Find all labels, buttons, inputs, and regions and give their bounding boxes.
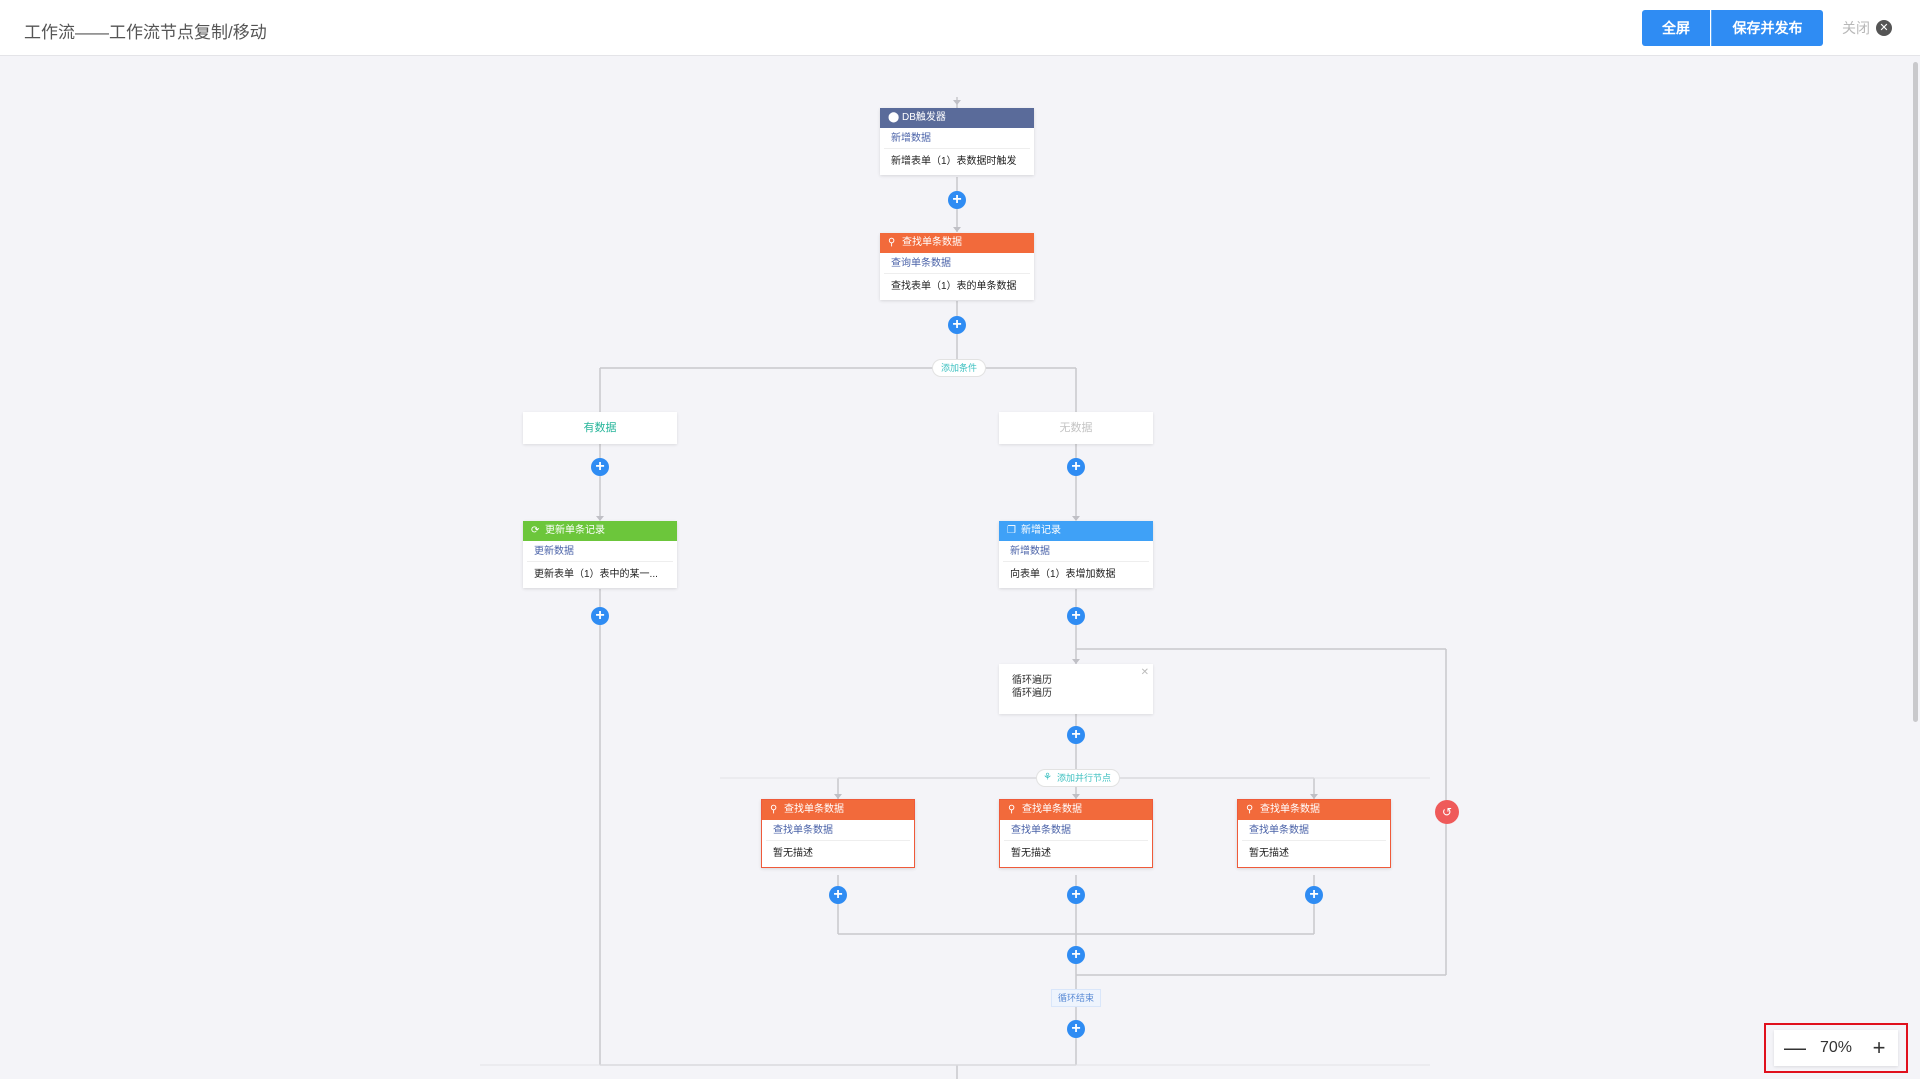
add-node-button[interactable]: + [1067,1020,1085,1038]
close-button[interactable]: 关闭 ✕ [1842,18,1892,38]
refresh-icon: ⟳ [531,525,540,536]
zoom-level: 70% [1819,1039,1853,1056]
add-condition-button[interactable]: 添加条件 [932,359,987,377]
condition-no-data[interactable]: 无数据 [999,412,1153,444]
node-description: 更新表单（1）表中的某一... [534,569,658,580]
node-parallel-find-2[interactable]: ⚲ 查找单条数据 查找单条数据 暂无描述 [999,799,1153,868]
loop-title: 循环遍历 [1012,675,1052,686]
node-description: 暂无描述 [773,848,813,859]
node-description: 向表单（1）表增加数据 [1010,569,1116,580]
add-parallel-node-button[interactable]: ⚘ 添加并行节点 [1036,769,1121,787]
connector-lines [480,97,1447,1079]
close-label: 关闭 [1842,20,1870,36]
zoom-in-button[interactable]: + [1872,1035,1886,1060]
copy-icon: ❐ [1007,525,1016,536]
node-header: ⚲ 查找单条数据 [1000,800,1152,820]
node-header: ❐ 新增记录 [999,521,1153,541]
node-title: 更新单条记录 [545,525,605,536]
search-icon: ⚲ [888,237,896,248]
node-find-single[interactable]: ⚲ 查找单条数据 查询单条数据 查找表单（1）表的单条数据 [880,233,1034,300]
node-subtitle: 新增数据 [1003,541,1149,562]
save-publish-button[interactable]: 保存并发布 [1711,10,1823,46]
node-title: 查找单条数据 [1260,804,1320,815]
loop-back-icon[interactable]: ↺ [1435,800,1459,824]
add-node-button[interactable]: + [1067,607,1085,625]
node-description: 暂无描述 [1011,848,1051,859]
add-node-button[interactable]: + [1067,946,1085,964]
add-node-button[interactable]: + [1067,886,1085,904]
node-description: 暂无描述 [1249,848,1289,859]
node-subtitle: 查找单条数据 [1004,820,1148,841]
node-header: ⚲ 查找单条数据 [762,800,914,820]
node-header: ⚲ 查找单条数据 [880,233,1034,253]
node-title: 查找单条数据 [902,237,962,248]
zoom-out-button[interactable]: — [1784,1035,1806,1060]
node-subtitle: 新增数据 [884,128,1030,149]
location-icon: ⬤ [888,112,900,123]
add-node-button[interactable]: + [948,316,966,334]
node-parallel-find-3[interactable]: ⚲ 查找单条数据 查找单条数据 暂无描述 [1237,799,1391,868]
node-header: ⬤ DB触发器 [880,108,1034,128]
add-node-button[interactable]: + [948,191,966,209]
node-header: ⟳ 更新单条记录 [523,521,677,541]
add-node-button[interactable]: + [1305,886,1323,904]
node-update-record[interactable]: ⟳ 更新单条记录 更新数据 更新表单（1）表中的某一... [523,521,677,588]
node-add-record[interactable]: ❐ 新增记录 新增数据 向表单（1）表增加数据 [999,521,1153,588]
add-node-button[interactable]: + [1067,458,1085,476]
node-title: 查找单条数据 [784,804,844,815]
node-description: 查找表单（1）表的单条数据 [891,281,1017,292]
loop-end-label: 循环结束 [1051,989,1102,1007]
add-node-button[interactable]: + [829,886,847,904]
node-subtitle: 查找单条数据 [1242,820,1386,841]
node-parallel-find-1[interactable]: ⚲ 查找单条数据 查找单条数据 暂无描述 [761,799,915,868]
loop-subtitle: 循环遍历 [1012,688,1052,699]
node-subtitle: 查找单条数据 [766,820,910,841]
node-subtitle: 查询单条数据 [884,253,1030,274]
add-parallel-label: 添加并行节点 [1057,773,1112,783]
node-subtitle: 更新数据 [527,541,673,562]
vertical-scrollbar[interactable] [1913,62,1918,722]
add-node-button[interactable]: + [1067,726,1085,744]
add-node-button[interactable]: + [591,458,609,476]
condition-has-data[interactable]: 有数据 [523,412,677,444]
search-icon: ⚲ [1246,804,1254,815]
search-icon: ⚲ [770,804,778,815]
node-title: DB触发器 [902,112,946,123]
node-loop[interactable]: 循环遍历 循环遍历 ✕ [999,664,1153,714]
add-node-button[interactable]: + [591,607,609,625]
page-title: 工作流——工作流节点复制/移动 [24,23,267,42]
branch-icon: ⚘ [1043,772,1052,783]
fullscreen-button[interactable]: 全屏 [1642,10,1710,46]
node-description: 新增表单（1）表数据时触发 [891,156,1017,167]
close-icon: ✕ [1876,20,1892,36]
workflow-canvas[interactable]: ⬤ DB触发器 新增数据 新增表单（1）表数据时触发 + ⚲ 查找单条数据 查询… [0,57,1920,1079]
search-icon: ⚲ [1008,804,1016,815]
node-header: ⚲ 查找单条数据 [1238,800,1390,820]
zoom-panel: — 70% + [1774,1030,1898,1066]
close-icon[interactable]: ✕ [1140,667,1149,678]
node-title: 查找单条数据 [1022,804,1082,815]
zoom-control: — 70% + [1764,1023,1908,1073]
node-title: 新增记录 [1021,525,1061,536]
node-db-trigger[interactable]: ⬤ DB触发器 新增数据 新增表单（1）表数据时触发 [880,108,1034,175]
header-bar: 工作流——工作流节点复制/移动 全屏 保存并发布 关闭 ✕ [0,0,1920,56]
